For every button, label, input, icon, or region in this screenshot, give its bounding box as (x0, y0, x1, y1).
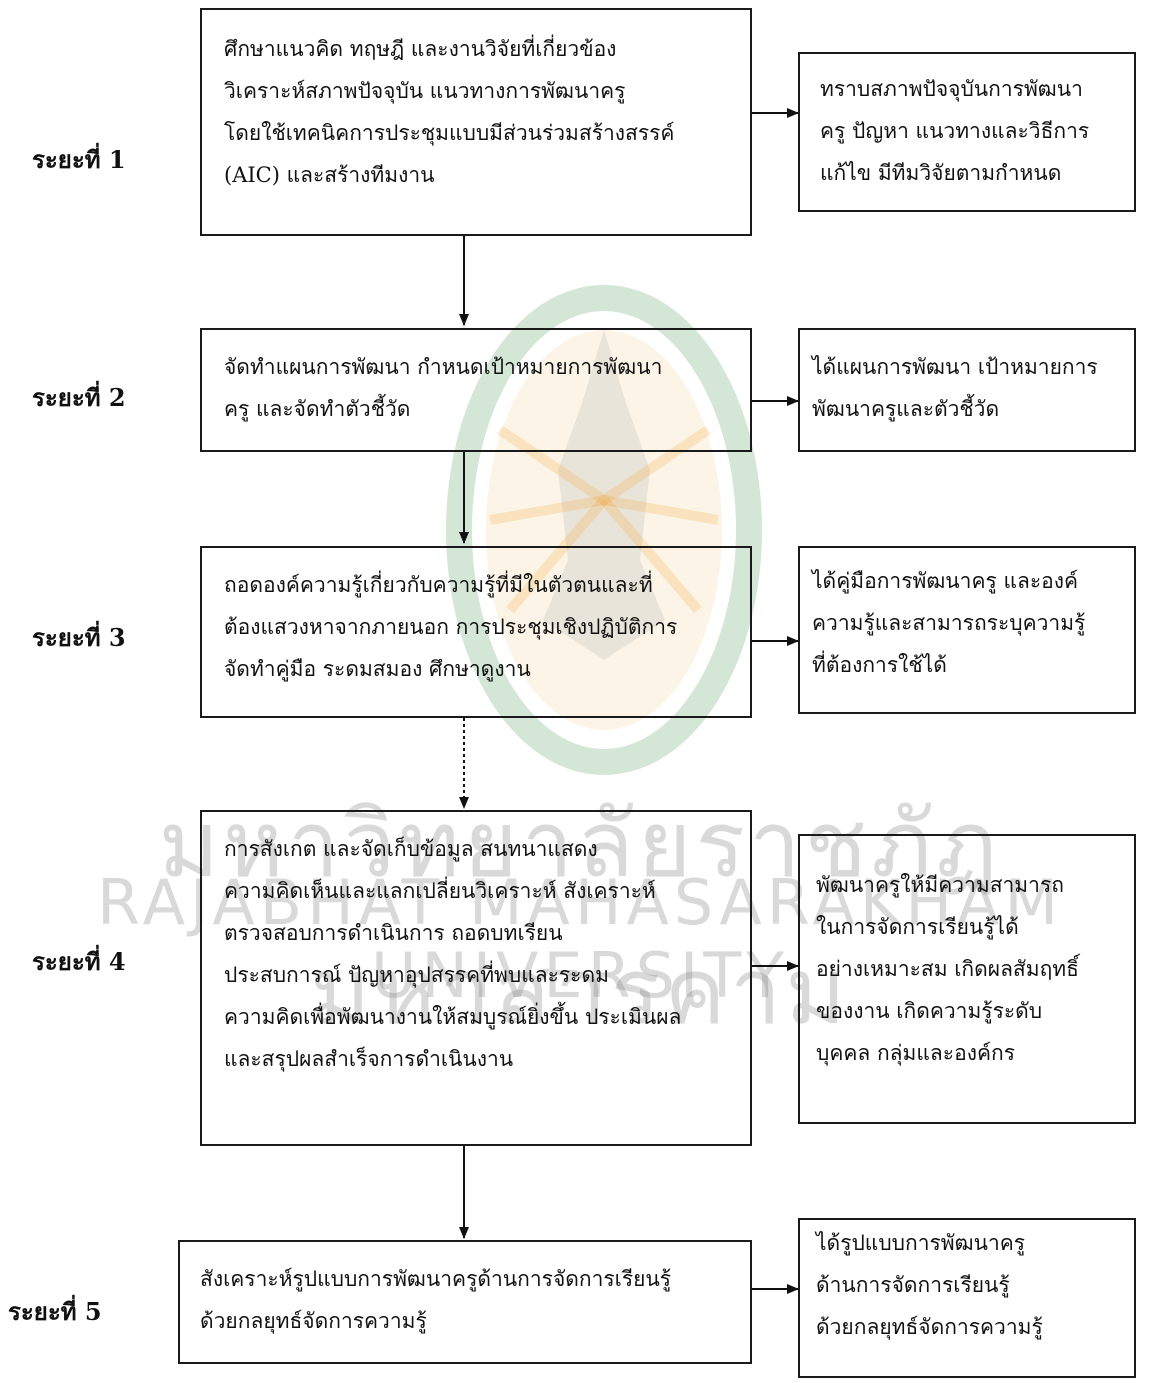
result-box-phase-2: ได้แผนการพัฒนา เป้าหมายการ พัฒนาครูและตั… (798, 328, 1136, 452)
phase-label-1: ระยะที่ 1 (32, 145, 126, 174)
process-text-phase-4: การสังเกต และจัดเก็บข้อมูล สนทนาแสดง ควา… (224, 837, 682, 1071)
result-text-phase-1: ทราบสภาพปัจจุบันการพัฒนา ครู ปัญหา แนวทา… (820, 77, 1090, 185)
result-text-phase-3: ได้คู่มือการพัฒนาครู และองค์ ความรู้และส… (812, 569, 1086, 677)
process-box-phase-3: ถอดองค์ความรู้เกี่ยวกับความรู้ที่มีในตัว… (200, 546, 752, 718)
result-box-phase-3: ได้คู่มือการพัฒนาครู และองค์ ความรู้และส… (798, 546, 1136, 714)
process-text-phase-3: ถอดองค์ความรู้เกี่ยวกับความรู้ที่มีในตัว… (224, 573, 678, 681)
phase-label-3: ระยะที่ 3 (32, 623, 126, 652)
result-text-phase-2: ได้แผนการพัฒนา เป้าหมายการ พัฒนาครูและตั… (812, 355, 1098, 421)
result-box-phase-5: ได้รูปแบบการพัฒนาครู ด้านการจัดการเรียนร… (798, 1218, 1136, 1378)
process-box-phase-2: จัดทำแผนการพัฒนา กำหนดเป้าหมายการพัฒนา ค… (200, 328, 752, 452)
result-box-phase-4: พัฒนาครูให้มีความสามารถ ในการจัดการเรียน… (798, 834, 1136, 1124)
process-box-phase-5: สังเคราะห์รูปแบบการพัฒนาครูด้านการจัดการ… (178, 1240, 752, 1364)
result-box-phase-1: ทราบสภาพปัจจุบันการพัฒนา ครู ปัญหา แนวทา… (798, 52, 1136, 212)
result-text-phase-4: พัฒนาครูให้มีความสามารถ ในการจัดการเรียน… (816, 873, 1079, 1065)
process-text-phase-2: จัดทำแผนการพัฒนา กำหนดเป้าหมายการพัฒนา ค… (224, 355, 663, 421)
phase-label-5: ระยะที่ 5 (8, 1297, 102, 1326)
process-box-phase-4: การสังเกต และจัดเก็บข้อมูล สนทนาแสดง ควา… (200, 810, 752, 1146)
result-text-phase-5: ได้รูปแบบการพัฒนาครู ด้านการจัดการเรียนร… (816, 1231, 1043, 1339)
phase-label-2: ระยะที่ 2 (32, 383, 126, 412)
phase-label-4: ระยะที่ 4 (32, 947, 126, 976)
process-text-phase-1: ศึกษาแนวคิด ทฤษฎี และงานวิจัยที่เกี่ยวข้… (224, 37, 675, 187)
process-box-phase-1: ศึกษาแนวคิด ทฤษฎี และงานวิจัยที่เกี่ยวข้… (200, 8, 752, 236)
process-text-phase-5: สังเคราะห์รูปแบบการพัฒนาครูด้านการจัดการ… (200, 1267, 672, 1333)
